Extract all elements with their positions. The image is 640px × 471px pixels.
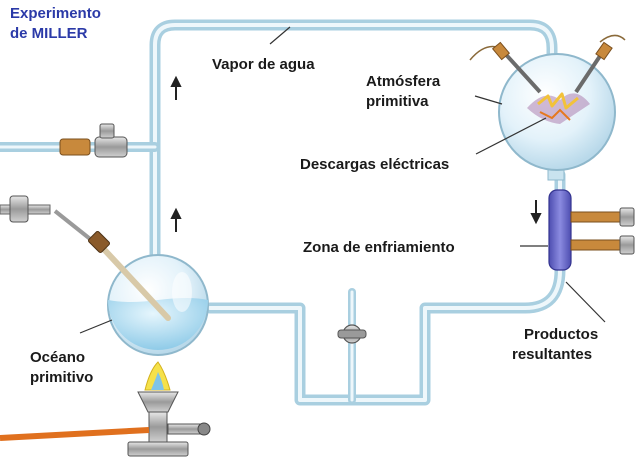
diagram-title-line-2: de MILLER — [10, 25, 88, 42]
stopcock — [337, 324, 367, 344]
label-oceano-line-2: primitivo — [30, 369, 94, 386]
label-descargas-electricas: Descargas eléctricas — [300, 156, 450, 173]
glass-tube-circuit — [0, 19, 566, 406]
electrodes — [469, 34, 626, 94]
inlet-syringe — [0, 195, 171, 321]
label-atmosfera-line-2: primitiva — [366, 93, 429, 110]
label-zona-de-enfriamiento: Zona de enfriamiento — [303, 239, 455, 256]
inlet-valve — [59, 123, 128, 158]
condenser — [548, 189, 635, 271]
flame — [144, 361, 171, 391]
gas-hose — [0, 427, 150, 441]
pointer-lines — [79, 26, 606, 334]
label-productos-line-2: resultantes — [512, 346, 593, 363]
diagram-title-line-1: Experimento — [10, 5, 101, 22]
label-productos-line-1: Productos — [524, 326, 599, 343]
label-oceano-line-1: Océano — [30, 349, 86, 366]
label-atmosfera-line-1: Atmósfera — [366, 73, 441, 90]
atmosphere-globe — [498, 53, 616, 181]
flow-arrows — [170, 75, 542, 232]
burner — [127, 391, 211, 457]
label-vapor-de-agua: Vapor de agua — [212, 56, 315, 73]
